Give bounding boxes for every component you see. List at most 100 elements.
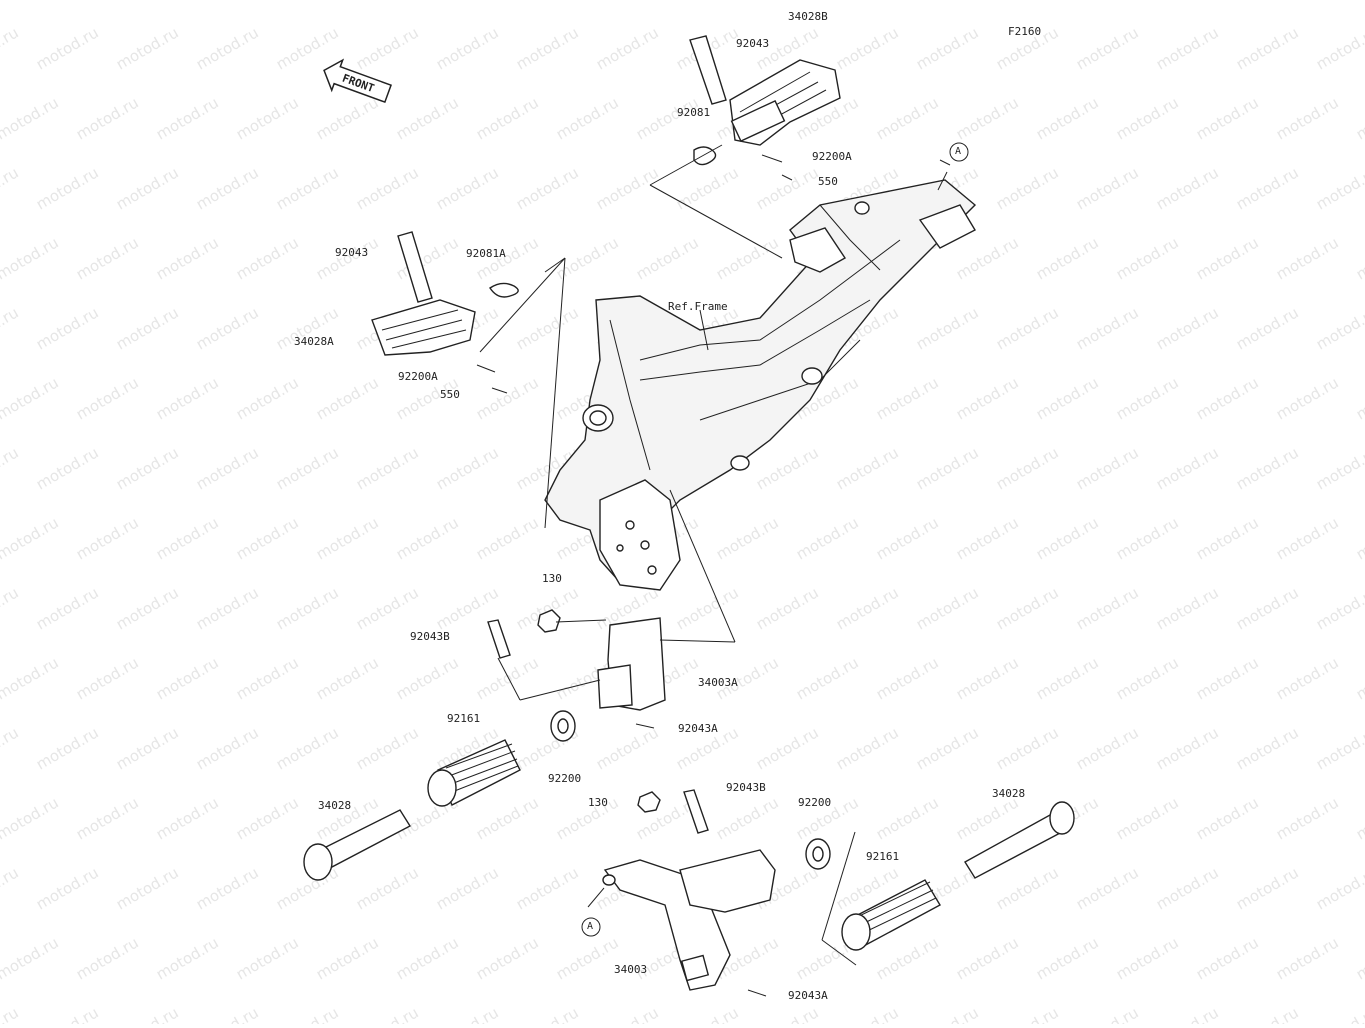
- watermark-text: motod.ru: [233, 653, 302, 703]
- diagram-code: F2160: [1008, 25, 1042, 38]
- watermark-text: motod.ru: [873, 653, 942, 703]
- watermark-text: motod.ru: [233, 233, 302, 283]
- footpeg-rubber-left: [303, 710, 576, 881]
- watermark-text: motod.ru: [833, 443, 902, 493]
- watermark-text: motod.ru: [553, 0, 622, 3]
- watermark-text: motod.ru: [1273, 933, 1342, 983]
- watermark-text: motod.ru: [633, 0, 702, 3]
- watermark-text: motod.ru: [73, 513, 142, 563]
- watermark-text: motod.ru: [913, 723, 982, 773]
- watermark-text: motod.ru: [1273, 233, 1342, 283]
- watermark-text: motod.ru: [1273, 373, 1342, 423]
- watermark-text: motod.ru: [0, 373, 62, 423]
- watermark-text: motod.ru: [433, 163, 502, 213]
- watermark-text: motod.ru: [193, 163, 262, 213]
- part-label-92081A: 92081A: [466, 247, 506, 260]
- watermark-text: motod.ru: [473, 373, 542, 423]
- watermark-text: motod.ru: [353, 443, 422, 493]
- watermark-text: motod.ru: [953, 0, 1022, 3]
- watermark-text: motod.ru: [713, 793, 782, 843]
- watermark-text: motod.ru: [0, 513, 62, 563]
- watermark-text: motod.ru: [1113, 933, 1182, 983]
- watermark-text: motod.ru: [513, 303, 582, 353]
- footpeg-34028A: [371, 231, 519, 394]
- footpeg-34028B: [689, 35, 841, 181]
- watermark-text: motod.ru: [1193, 793, 1262, 843]
- part-label-92200A-left: 92200A: [398, 370, 438, 383]
- watermark-text: motod.ru: [0, 163, 22, 213]
- watermark-text: motod.ru: [433, 863, 502, 913]
- watermark-text: motod.ru: [993, 583, 1062, 633]
- watermark-text: motod.ru: [0, 863, 22, 913]
- watermark-text: motod.ru: [273, 163, 342, 213]
- part-label-92043-top: 92043: [736, 37, 770, 50]
- callout-a-upper-label: A: [955, 146, 962, 157]
- watermark-text: motod.ru: [353, 23, 422, 73]
- watermark-text: motod.ru: [753, 583, 822, 633]
- watermark-text: motod.ru: [1073, 23, 1142, 73]
- watermark-text: motod.ru: [153, 793, 222, 843]
- frame-drawing: [544, 179, 977, 591]
- watermark-text: motod.ru: [113, 303, 182, 353]
- watermark-text: motod.ru: [1313, 723, 1365, 773]
- watermark-text: motod.ru: [313, 93, 382, 143]
- watermark-text: motod.ru: [513, 863, 582, 913]
- watermark-text: motod.ru: [1153, 443, 1222, 493]
- watermark-text: motod.ru: [313, 933, 382, 983]
- watermark-text: motod.ru: [1033, 93, 1102, 143]
- watermark-text: motod.ru: [553, 93, 622, 143]
- watermark-text: motod.ru: [1233, 443, 1302, 493]
- watermark-text: motod.ru: [0, 583, 22, 633]
- watermark-text: motod.ru: [793, 653, 862, 703]
- watermark-text: motod.ru: [1033, 373, 1102, 423]
- watermark-text: motod.ru: [953, 373, 1022, 423]
- watermark-text: motod.ru: [0, 1003, 22, 1024]
- watermark-text: motod.ru: [353, 723, 422, 773]
- watermark-text: motod.ru: [833, 583, 902, 633]
- watermark-text: motod.ru: [1153, 863, 1222, 913]
- watermark-text: motod.ru: [233, 513, 302, 563]
- watermark-text: motod.ru: [993, 303, 1062, 353]
- part-label-130-upper: 130: [542, 572, 562, 585]
- watermark-text: motod.ru: [1273, 793, 1342, 843]
- watermark-text: motod.ru: [353, 163, 422, 213]
- watermark-text: motod.ru: [1313, 863, 1365, 913]
- watermark-text: motod.ru: [193, 23, 262, 73]
- watermark-text: motod.ru: [353, 863, 422, 913]
- watermark-text: motod.ru: [1153, 1003, 1222, 1024]
- watermark-text: motod.ru: [433, 23, 502, 73]
- part-label-550-right: 550: [818, 175, 838, 188]
- watermark-text: motod.ru: [713, 513, 782, 563]
- watermark-text: motod.ru: [113, 863, 182, 913]
- watermark-text: motod.ru: [153, 373, 222, 423]
- watermark-text: motod.ru: [233, 373, 302, 423]
- watermark-text: motod.ru: [1073, 583, 1142, 633]
- watermark-text: motod.ru: [1273, 93, 1342, 143]
- watermark-text: motod.ru: [913, 583, 982, 633]
- watermark-text: motod.ru: [153, 513, 222, 563]
- watermark-text: motod.ru: [113, 443, 182, 493]
- watermark-text: motod.ru: [1113, 513, 1182, 563]
- leader-lines: [479, 144, 951, 966]
- watermark-text: motod.ru: [73, 373, 142, 423]
- watermark-text: motod.ru: [33, 583, 102, 633]
- watermark-text: motod.ru: [593, 163, 662, 213]
- watermark-text: motod.ru: [393, 933, 462, 983]
- watermark-text: motod.ru: [113, 723, 182, 773]
- watermark-text: motod.ru: [0, 653, 62, 703]
- watermark-text: motod.ru: [1193, 0, 1262, 3]
- part-label-34003: 34003: [614, 963, 648, 976]
- watermark-text: motod.ru: [393, 0, 462, 3]
- watermark-text: motod.ru: [1353, 513, 1365, 563]
- watermark-text: motod.ru: [233, 933, 302, 983]
- watermark-text: motod.ru: [833, 1003, 902, 1024]
- watermark-text: motod.ru: [1153, 23, 1222, 73]
- watermark-text: motod.ru: [913, 23, 982, 73]
- watermark-text: motod.ru: [393, 513, 462, 563]
- watermark-text: motod.ru: [713, 0, 782, 3]
- watermark-text: motod.ru: [0, 723, 22, 773]
- watermark-text: motod.ru: [1153, 303, 1222, 353]
- part-label-34003A: 34003A: [698, 676, 738, 689]
- watermark-text: motod.ru: [1353, 373, 1365, 423]
